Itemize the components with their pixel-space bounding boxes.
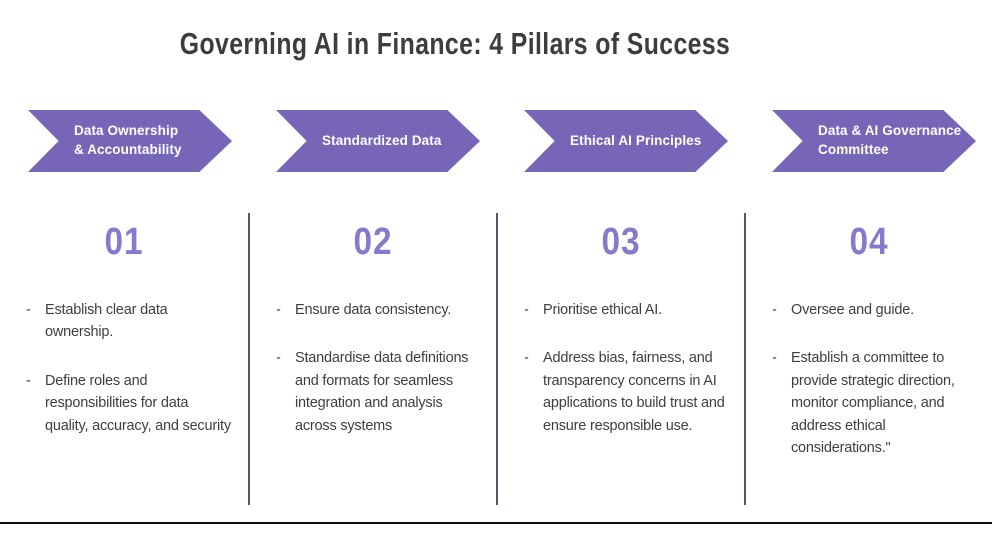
dash-marker: - [26,302,31,318]
bullet-text: Define roles and responsibilities for da… [45,372,231,434]
dash-marker: - [276,302,281,318]
dash-marker: - [772,302,777,318]
bullet-item: - Address bias, fairness, and transparen… [524,347,742,437]
banner-arrow-4: Data & AI Governance Committee [772,110,976,172]
bullet-item: - Prioritise ethical AI. [524,299,742,321]
bullet-text: Oversee and guide. [791,302,914,318]
title-container: Governing AI in Finance: 4 Pillars of Su… [0,26,992,62]
bullet-text: Ensure data consistency. [295,302,452,318]
banner-arrow-3: Ethical AI Principles [524,110,728,172]
footer-divider-line [0,522,992,524]
pillar-number-3: 03 [601,221,641,263]
bullet-text: Standardise data definitions and formats… [295,350,469,434]
bullet-text: Prioritise ethical AI. [543,302,662,318]
dash-marker: - [772,350,777,367]
bullet-item: - Oversee and guide. [772,299,990,321]
banner-label-2: Standardized Data [322,132,442,148]
bullet-list-4: - Oversee and guide. - Establish a commi… [746,299,992,460]
bullet-list-2: - Ensure data consistency. - Standardise… [250,299,496,437]
bullet-item: - Establish a committee to provide strat… [772,347,990,459]
banner-label-3: Ethical AI Principles [570,132,702,148]
bullet-list-1: - Establish clear data ownership. - Defi… [0,299,248,437]
dash-marker: - [524,350,529,367]
bullet-item: - Standardise data definitions and forma… [276,347,494,437]
bullet-item: - Ensure data consistency. [276,299,494,321]
bullet-item: - Establish clear data ownership. [26,299,246,344]
dash-marker: - [26,372,31,389]
pillar-number-1: 01 [104,221,144,263]
bullet-item: - Define roles and responsibilities for … [26,370,246,437]
bullet-text: Establish clear data ownership. [45,302,168,341]
dash-marker: - [524,302,529,318]
banner-label-4: Data & AI Governance Committee [818,123,962,157]
banner-row: Data Ownership & Accountability Standard… [0,110,992,172]
bullet-text: Establish a committee to provide strateg… [791,350,955,457]
pillar-columns: 01 - Establish clear data ownership. - D… [0,213,992,505]
banner-label-1: Data Ownership & Accountability [74,123,182,157]
banner-arrow-1: Data Ownership & Accountability [28,110,232,172]
bullet-text: Address bias, fairness, and transparency… [543,350,725,434]
pillar-number-2: 02 [353,221,393,263]
pillar-column-4: 04 - Oversee and guide. - Establish a co… [744,213,992,505]
pillar-column-3: 03 - Prioritise ethical AI. - Address bi… [496,213,744,505]
banner-arrow-2: Standardized Data [276,110,480,172]
bullet-list-3: - Prioritise ethical AI. - Address bias,… [498,299,744,437]
pillar-column-1: 01 - Establish clear data ownership. - D… [0,213,248,505]
page-title: Governing AI in Finance: 4 Pillars of Su… [179,26,731,61]
pillar-column-2: 02 - Ensure data consistency. - Standard… [248,213,496,505]
dash-marker: - [276,350,281,367]
pillar-number-4: 04 [849,221,889,263]
